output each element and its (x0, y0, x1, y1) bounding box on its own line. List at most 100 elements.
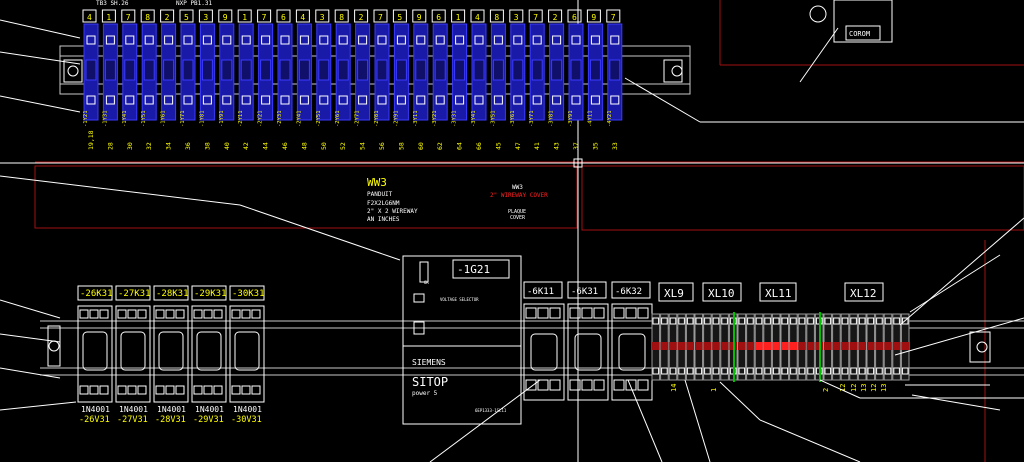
xl-terminal (737, 313, 747, 381)
top-block-bottom-number: 52 (339, 142, 347, 150)
wireway-right-outline (581, 165, 1024, 231)
xl-terminal (866, 313, 876, 381)
top-block-wire-number: -3Y31 (452, 110, 458, 127)
xl-terminal (771, 313, 781, 381)
xl-bottom-number: 12 (870, 384, 878, 392)
top-block-wire-number: -2Y91 (393, 110, 399, 127)
relay-6k11: -6K11 (523, 281, 565, 401)
relay-diode: 1N4001 (119, 405, 148, 414)
ps-ok-label: OK (424, 280, 429, 285)
ww3-cover-note: WW3 2" WIREWAY COVER PLAQUE COVER (490, 184, 548, 221)
top-block-label: 7 (378, 13, 383, 22)
leader-lines (0, 19, 1024, 462)
xl-terminal (806, 313, 815, 381)
top-block-label: 1 (106, 13, 111, 22)
bottom-rail-end-left (47, 325, 61, 367)
top-block-bottom-number: 32 (145, 142, 153, 150)
xl-terminal (789, 313, 798, 381)
top-block-label: 4 (300, 13, 305, 22)
xl-terminal (849, 313, 858, 381)
xl-terminal (703, 313, 712, 381)
xl-terminal (840, 313, 850, 381)
top-block-wire-number: -3Y91 (568, 110, 574, 127)
top-block-label: 9 (417, 13, 422, 22)
top-block-label: 7 (126, 13, 131, 22)
xl-bottom-number: 12 (850, 384, 858, 392)
top-block-label: 5 (184, 13, 189, 22)
top-block-wire-number: -3Y81 (549, 110, 555, 127)
xl-bottom-number: 12 (839, 384, 847, 392)
ww3-line-4: AN INCHES (367, 216, 400, 223)
xl-tag: XL10 (708, 287, 735, 300)
top-block-label: 1 (242, 13, 247, 22)
relay-tag: -27K31 (118, 289, 151, 299)
xl-tag: XL11 (765, 287, 792, 300)
top-block-label: 9 (591, 13, 596, 22)
top-block-label: 7 (611, 13, 616, 22)
xl-terminal (763, 313, 772, 381)
xl-terminal (875, 313, 884, 381)
top-block-bottom-number: 56 (378, 142, 386, 150)
relay-diode: 1N4001 (233, 405, 262, 414)
top-block-wire-number: -2Y11 (238, 110, 244, 127)
top-block-bottom-number: 37 (572, 142, 580, 150)
top-block-wire-number: -1Y71 (180, 110, 186, 127)
relay-tag: -6K31 (571, 287, 598, 297)
top-block-bottom-number: 43 (553, 142, 561, 150)
top-block-label: 5 (397, 13, 402, 22)
top-block-wire-number: -4Y11 (587, 110, 593, 127)
xl-terminal (651, 313, 661, 381)
relay-diode: 1N4001 (195, 405, 224, 414)
top-block-wire-number: -2Y81 (374, 110, 380, 127)
top-block-label: 6 (572, 13, 577, 22)
xl-terminal (892, 313, 901, 381)
xl-terminal (711, 313, 721, 381)
top-terminal-blocks: 4-1Y2119,181-1Y31287-1Y41308-1Y51322-1Y6… (82, 9, 623, 150)
top-block-label: 3 (203, 13, 208, 22)
ww3-line-2: F2X2LG6NM (367, 200, 400, 207)
relay-diode-tag: -27V31 (117, 415, 148, 425)
cover-note-white-2: COVER (510, 215, 526, 221)
top-block-wire-number: -1Y41 (122, 110, 128, 127)
top-block-wire-number: -2Y51 (316, 110, 322, 127)
right-relay-group: -6K11-6K31-6K32 (523, 281, 653, 401)
top-block-bottom-number: 54 (359, 142, 367, 150)
top-block-bottom-number: 40 (223, 142, 231, 150)
relay-diode-tag: -26V31 (79, 415, 110, 425)
relay-tag: -30K31 (232, 289, 265, 299)
xl-terminal (677, 313, 686, 381)
xl-tag-xl9: XL9 (658, 282, 694, 302)
top-block-bottom-number: 44 (262, 142, 270, 150)
top-terminal-block: 6 -3Y91 37 (567, 9, 584, 150)
top-block-bottom-number: 34 (165, 142, 173, 150)
ps-tag-box (452, 259, 510, 279)
xl-bottom-number: 1 (710, 388, 718, 392)
xl-bottom-number: 13 (860, 384, 868, 392)
relay-diode-tag: -30V31 (231, 415, 262, 425)
top-block-wire-number: -2Y41 (296, 110, 302, 127)
xl-tag-xl12: XL12 (844, 282, 884, 302)
top-block-label: 6 (281, 13, 286, 22)
top-block-bottom-number: 50 (320, 142, 328, 150)
top-block-wire-number: -2Y71 (355, 110, 361, 127)
ww3-line-3: 2" X 2 WIREWAY (367, 208, 418, 215)
top-right-device-label: COROM (849, 30, 870, 38)
relay-diode-tag: -29V31 (193, 415, 224, 425)
